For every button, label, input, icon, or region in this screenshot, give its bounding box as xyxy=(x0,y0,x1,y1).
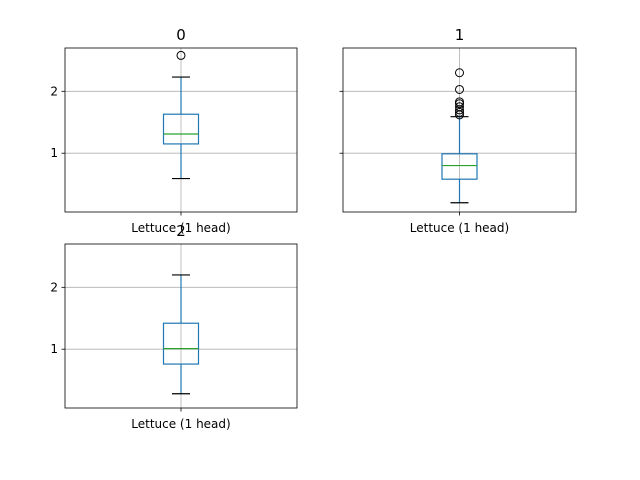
outlier-point xyxy=(455,107,464,117)
axes-frame xyxy=(64,243,298,409)
iqr-box xyxy=(162,113,200,145)
y-tick-label: 2 xyxy=(50,280,58,294)
iqr-box xyxy=(162,322,200,365)
outlier-point xyxy=(455,97,464,107)
y-tick-label: 1 xyxy=(50,342,58,356)
x-tick-label: Lettuce (1 head) xyxy=(410,221,509,235)
subplot-title: 2 xyxy=(176,222,186,240)
outlier-point xyxy=(455,68,464,78)
axes-frame xyxy=(64,47,298,213)
subplot-1: Lettuce (1 head) 1 xyxy=(339,26,577,235)
axes-frame xyxy=(342,47,577,213)
outlier-point xyxy=(176,50,186,60)
x-tick-label: Lettuce (1 head) xyxy=(131,221,230,235)
subplot-title: 0 xyxy=(176,26,186,44)
outlier-point xyxy=(455,84,464,94)
x-tick-label: Lettuce (1 head) xyxy=(131,417,230,431)
outlier-point xyxy=(455,102,464,112)
iqr-box xyxy=(441,153,478,180)
subplot-title: 1 xyxy=(455,26,465,44)
y-tick-label: 1 xyxy=(50,146,58,160)
y-tick-label: 2 xyxy=(50,84,58,98)
